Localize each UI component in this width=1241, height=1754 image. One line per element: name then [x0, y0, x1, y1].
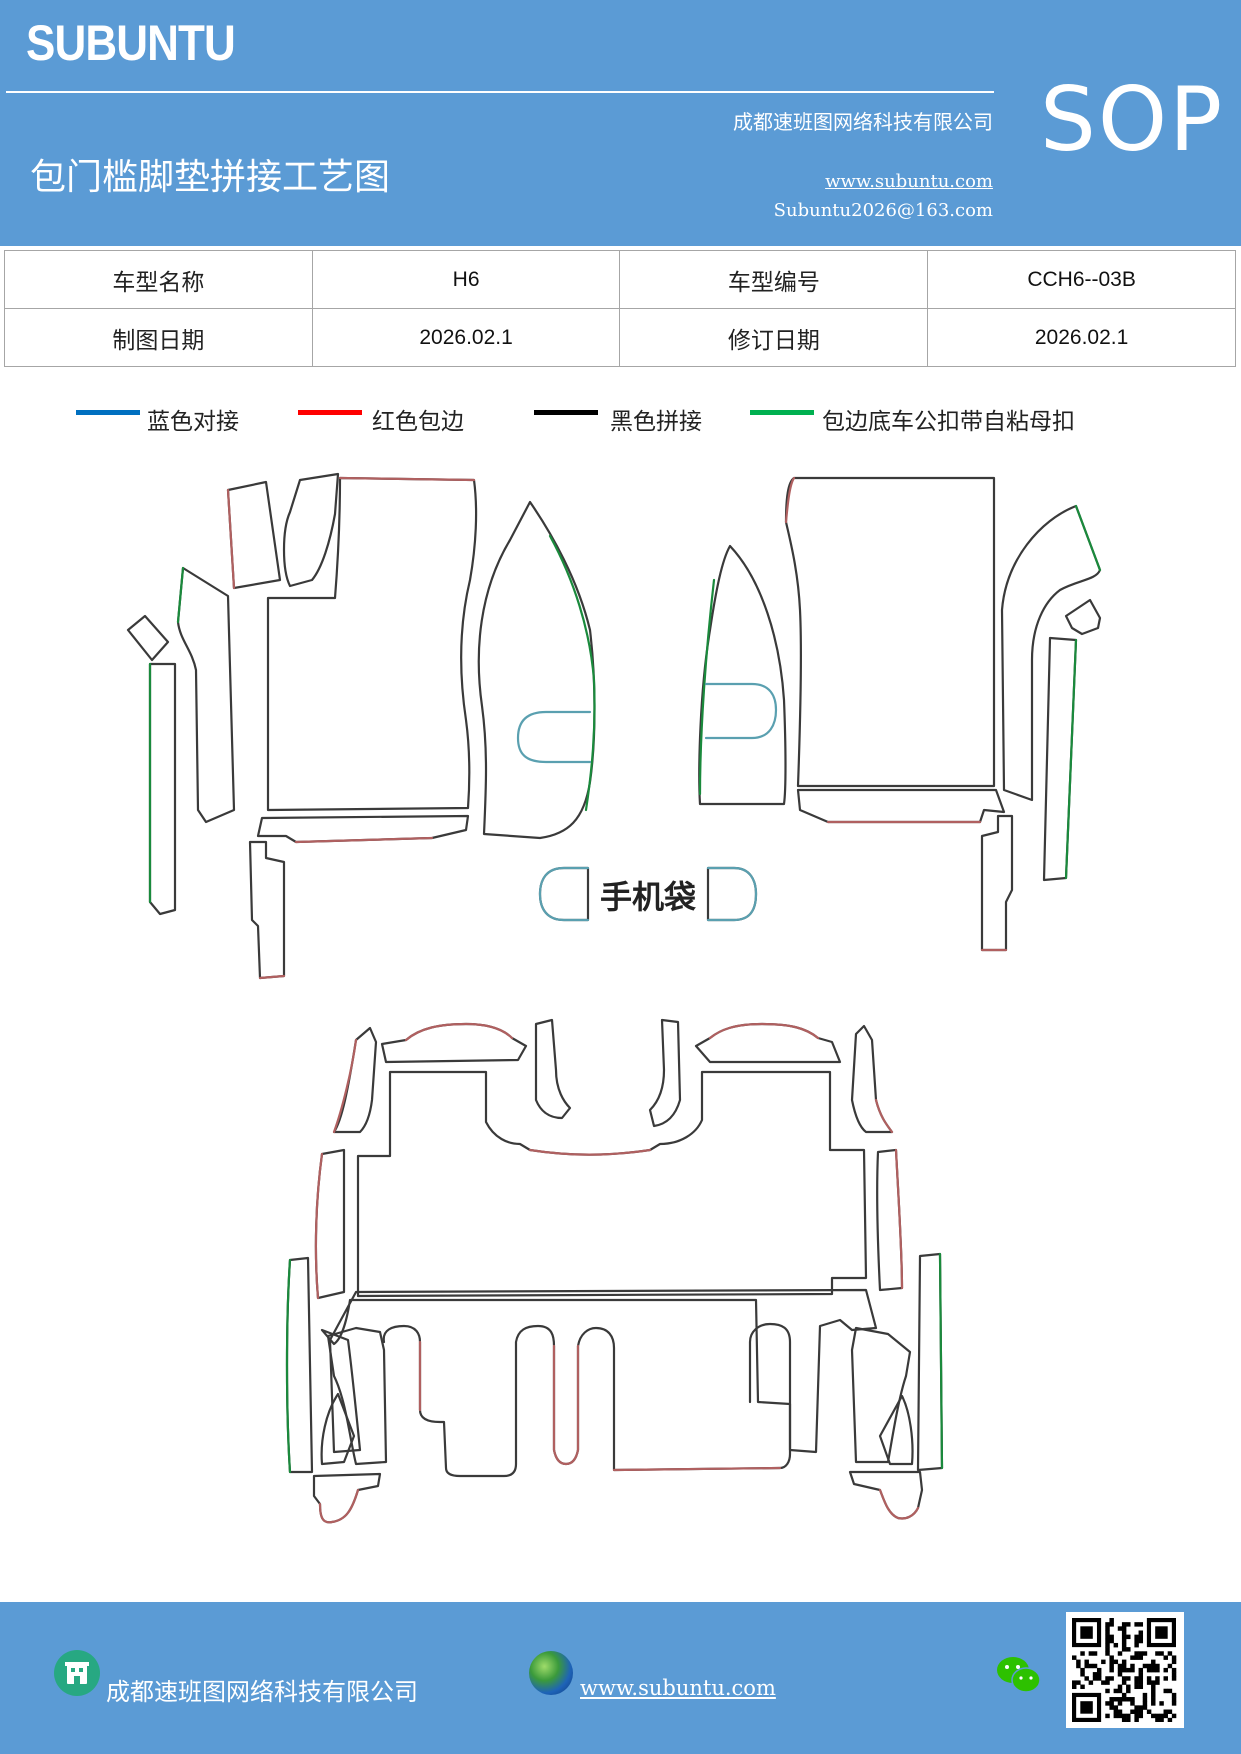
- header-company-name: 成都速班图网络科技有限公司: [733, 110, 993, 134]
- header-divider: [6, 91, 994, 93]
- mat-piece: [148, 662, 177, 916]
- mat-piece: [382, 1322, 792, 1478]
- mat-edge-red: [258, 974, 286, 980]
- mat-piece: [477, 500, 596, 840]
- legend-swatch-blue: [76, 410, 140, 415]
- model-name-value: H6: [311, 250, 621, 309]
- mat-piece: [326, 1326, 388, 1466]
- model-code-label: 车型编号: [619, 250, 929, 309]
- color-legend: 蓝色对接 红色包边 黑色拼接 包边底车公扣带自粘母扣: [0, 400, 1241, 440]
- legend-label-green: 包边底车公扣带自粘母扣: [822, 409, 1075, 435]
- mat-piece: [534, 1018, 572, 1120]
- mat-edge-red: [338, 476, 476, 482]
- header-email[interactable]: Subuntu2026@163.com: [773, 200, 993, 221]
- mat-edge-green: [698, 578, 716, 796]
- model-code-value: CCH6--03B: [927, 250, 1236, 309]
- phone-pocket-label: 手机袋: [600, 878, 696, 916]
- mat-piece: [698, 544, 787, 806]
- legend-swatch-red: [298, 410, 362, 415]
- mat-piece: [784, 476, 996, 788]
- mat-edge-red: [418, 1340, 782, 1472]
- mat-piece: [248, 840, 286, 980]
- mat-piece: [706, 866, 758, 922]
- legend-swatch-green: [750, 410, 814, 415]
- mat-edge-red: [878, 1488, 920, 1520]
- legend-swatch-black: [534, 410, 598, 415]
- table-row: 车型名称 H6 车型编号 CCH6--03B: [4, 250, 1236, 309]
- mat-edge-green: [285, 1258, 292, 1474]
- floor-mat-diagram: 手机袋: [0, 450, 1241, 1580]
- mat-piece: [256, 814, 470, 844]
- mat-piece: [538, 866, 590, 922]
- legend-label-blue: 蓝色对接: [147, 409, 239, 435]
- mat-edge-red: [294, 836, 434, 844]
- mat-edge-green: [1074, 504, 1102, 572]
- mat-edge-blue: [538, 866, 590, 922]
- mat-piece: [1000, 504, 1102, 802]
- document-title: 包门槛脚垫拼接工艺图: [30, 157, 391, 198]
- mat-piece: [850, 1326, 912, 1464]
- mat-piece: [878, 1394, 914, 1466]
- mat-edge-red: [318, 1488, 360, 1524]
- mat-piece: [648, 1018, 682, 1128]
- mat-piece: [876, 1148, 904, 1292]
- mat-edge-red: [404, 1022, 514, 1042]
- mat-piece: [320, 1288, 878, 1454]
- mat-piece: [1064, 598, 1102, 636]
- mat-edge-red: [784, 476, 796, 524]
- mat-edge-red: [874, 1098, 894, 1134]
- mat-piece: [848, 1470, 924, 1520]
- mat-piece: [126, 614, 170, 662]
- table-row: 制图日期 2026.02.1 修订日期 2026.02.1: [4, 308, 1236, 367]
- mat-edge-red: [708, 1022, 820, 1040]
- mat-piece: [320, 1392, 356, 1466]
- vehicle-info-table: 车型名称 H6 车型编号 CCH6--03B 制图日期 2026.02.1 修订…: [4, 250, 1236, 367]
- mat-edge-blue: [516, 710, 592, 764]
- revise-date-label: 修订日期: [619, 308, 929, 367]
- footer-company-name: 成都速班图网络科技有限公司: [106, 1678, 418, 1706]
- draw-date-label: 制图日期: [4, 308, 313, 367]
- mat-piece: [980, 814, 1014, 952]
- mat-piece: [850, 1024, 894, 1134]
- legend-label-red: 红色包边: [372, 409, 464, 435]
- mat-edge-red: [314, 1152, 324, 1300]
- mat-piece: [226, 480, 282, 590]
- mat-edge-red: [528, 1148, 652, 1156]
- legend-label-black: 黑色拼接: [610, 409, 702, 435]
- mat-piece: [380, 1022, 528, 1064]
- mat-edge-green: [1064, 638, 1078, 880]
- mat-edge-blue: [706, 866, 758, 922]
- mat-piece: [694, 1022, 842, 1064]
- mat-edge-blue: [704, 682, 778, 740]
- sop-badge: SOP: [1040, 68, 1225, 171]
- mat-piece: [266, 476, 478, 812]
- brand-logo-text: SUBUNTU: [26, 15, 236, 71]
- qr-code-icon: [1066, 1612, 1184, 1728]
- mat-pieces-svg: 手机袋: [126, 472, 1102, 1524]
- draw-date-value: 2026.02.1: [311, 308, 621, 367]
- mat-piece: [356, 1070, 868, 1298]
- mat-piece: [282, 472, 340, 588]
- mat-piece: [796, 788, 1006, 824]
- revise-date-value: 2026.02.1: [927, 308, 1236, 367]
- footer-website-link[interactable]: www.subuntu.com: [580, 1676, 776, 1700]
- building-icon: [54, 1650, 100, 1696]
- mat-piece: [285, 1256, 314, 1474]
- page-header: SUBUNTU 成都速班图网络科技有限公司 包门槛脚垫拼接工艺图 www.sub…: [0, 0, 1241, 246]
- mat-edge-green: [548, 534, 596, 812]
- mat-edge-red: [894, 1148, 904, 1290]
- model-name-label: 车型名称: [4, 250, 313, 309]
- mat-edge-green: [176, 566, 185, 624]
- mat-edge-green: [938, 1252, 944, 1470]
- mat-edge-red: [332, 1038, 358, 1134]
- page-footer: 成都速班图网络科技有限公司 www.subuntu.com: [0, 1602, 1241, 1754]
- mat-piece: [176, 566, 236, 824]
- mat-edge-red: [226, 488, 236, 590]
- wechat-icon[interactable]: [996, 1654, 1042, 1696]
- globe-icon: [529, 1651, 573, 1695]
- header-website-link[interactable]: www.subuntu.com: [825, 171, 993, 192]
- mat-piece: [916, 1252, 944, 1472]
